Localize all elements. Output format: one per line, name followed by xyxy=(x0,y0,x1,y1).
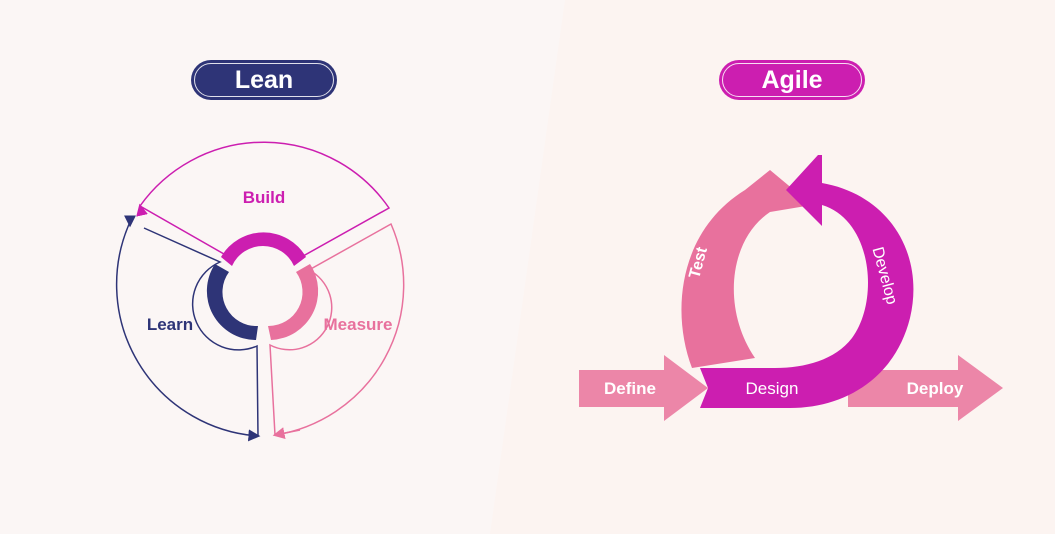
design-label: Design xyxy=(746,379,799,398)
measure-label: Measure xyxy=(324,315,393,334)
lean-title-badge: Lean xyxy=(191,60,337,100)
learn-segment xyxy=(115,221,258,436)
agile-title: Agile xyxy=(761,65,823,94)
lean-title: Lean xyxy=(234,65,294,94)
build-label: Build xyxy=(243,188,286,207)
measure-arrow xyxy=(272,427,301,440)
learn-inner-arc xyxy=(206,264,258,341)
measure-inner-arc xyxy=(268,264,319,340)
learn-label: Learn xyxy=(147,315,193,334)
build-inner-arc xyxy=(221,232,306,266)
deploy-label: Deploy xyxy=(907,379,964,398)
define-label: Define xyxy=(604,379,656,398)
test-arc xyxy=(681,170,812,368)
define-arrow xyxy=(579,355,708,421)
develop-design-arc xyxy=(700,155,914,408)
deploy-arrow xyxy=(848,355,1003,421)
